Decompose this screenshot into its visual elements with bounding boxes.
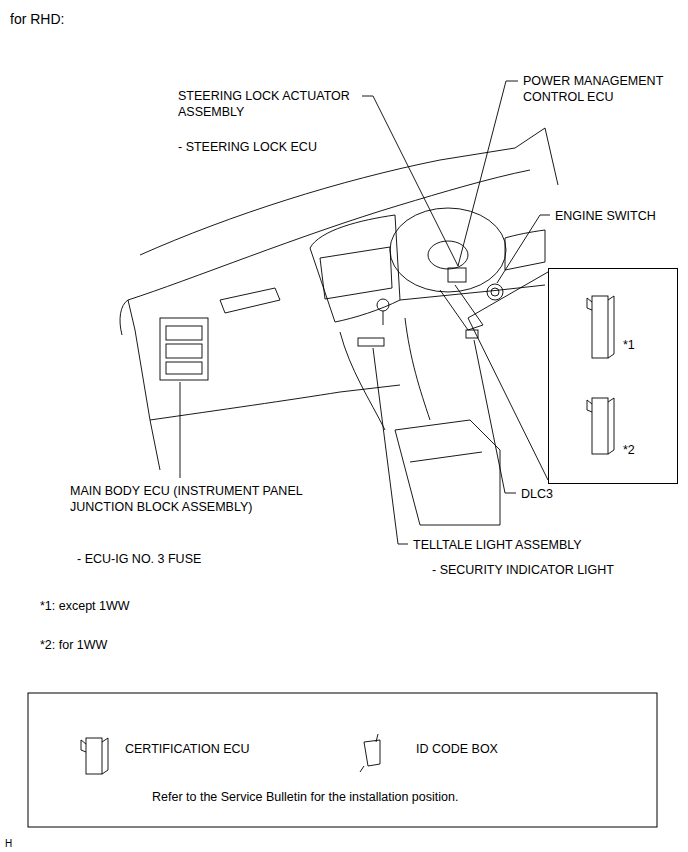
wheel-outline	[491, 288, 499, 296]
dashboard-outline	[340, 385, 400, 392]
part-outline	[160, 318, 208, 380]
dashboard-outline	[340, 332, 385, 430]
footnote: *1: except 1WW	[40, 598, 130, 614]
dashboard-outline	[310, 215, 400, 322]
dashboard-outline	[405, 318, 430, 420]
dashboard-outline	[505, 230, 545, 270]
wheel-outline	[377, 299, 389, 311]
ecu-icon	[592, 398, 608, 454]
part-outline	[358, 338, 384, 346]
wheel-outline	[487, 284, 503, 300]
dashboard-outline	[320, 247, 392, 299]
callout-number: *2	[623, 442, 635, 458]
part-name: - ECU-IG NO. 3 FUSE	[77, 551, 201, 567]
part-name: MAIN BODY ECU (INSTRUMENT PANEL JUNCTION…	[70, 483, 345, 515]
part-outline	[448, 268, 466, 282]
wheel-outline	[390, 208, 506, 292]
part-name: - STEERING LOCK ECU	[178, 139, 317, 155]
legend-text: ID CODE BOX	[416, 741, 498, 757]
dashboard-outline	[220, 288, 280, 313]
part-name: - SECURITY INDICATOR LIGHT	[432, 562, 614, 578]
id-code-box-icon	[360, 734, 380, 772]
leader-line	[180, 382, 181, 478]
ecu-tab	[81, 740, 86, 752]
dashboard-outline	[410, 452, 482, 462]
part-outline	[166, 362, 202, 374]
part-name: DLC3	[521, 486, 553, 502]
ecu-icon	[86, 738, 102, 774]
ecu-tab	[587, 298, 592, 310]
ecu-tab	[587, 400, 592, 412]
ecu-bracket	[608, 296, 614, 358]
footnote: *2: for 1WW	[40, 637, 107, 653]
callout-number: *1	[623, 337, 635, 353]
dashboard-outline	[140, 148, 515, 255]
leader-line	[468, 318, 548, 480]
leader-line	[474, 340, 516, 493]
part-outline	[166, 344, 202, 358]
dashboard-outline	[395, 420, 500, 525]
part-name: TELLTALE LIGHT ASSEMBLY	[413, 537, 582, 553]
title: for RHD:	[10, 11, 64, 27]
leader-line	[468, 272, 548, 318]
dashboard-outline	[150, 392, 340, 420]
dashboard-outline	[505, 230, 545, 238]
legend-text: CERTIFICATION ECU	[125, 741, 250, 757]
inset-box: *1 *2	[548, 268, 678, 484]
part-name: STEERING LOCK ACTUATOR ASSEMBLY	[178, 88, 368, 120]
ecu-icon	[592, 296, 608, 358]
part-outline	[166, 326, 202, 340]
leader-line	[497, 215, 550, 283]
dashboard-outline	[120, 300, 128, 335]
part-name: ENGINE SWITCH	[555, 208, 656, 224]
dashboard-outline	[128, 300, 160, 470]
ecu-bracket	[608, 398, 614, 454]
note: Refer to the Service Bulletin for the in…	[152, 789, 458, 805]
dashboard-outline	[515, 128, 558, 185]
leader-line	[458, 81, 518, 266]
page-mark: H	[5, 836, 12, 852]
leader-line	[373, 348, 408, 544]
part-name: POWER MANAGEMENT CONTROL ECU	[523, 73, 678, 105]
legend-frame	[28, 693, 657, 827]
dashboard-outline	[383, 311, 384, 325]
leader-line	[362, 96, 458, 266]
ecu-bracket	[102, 738, 108, 774]
